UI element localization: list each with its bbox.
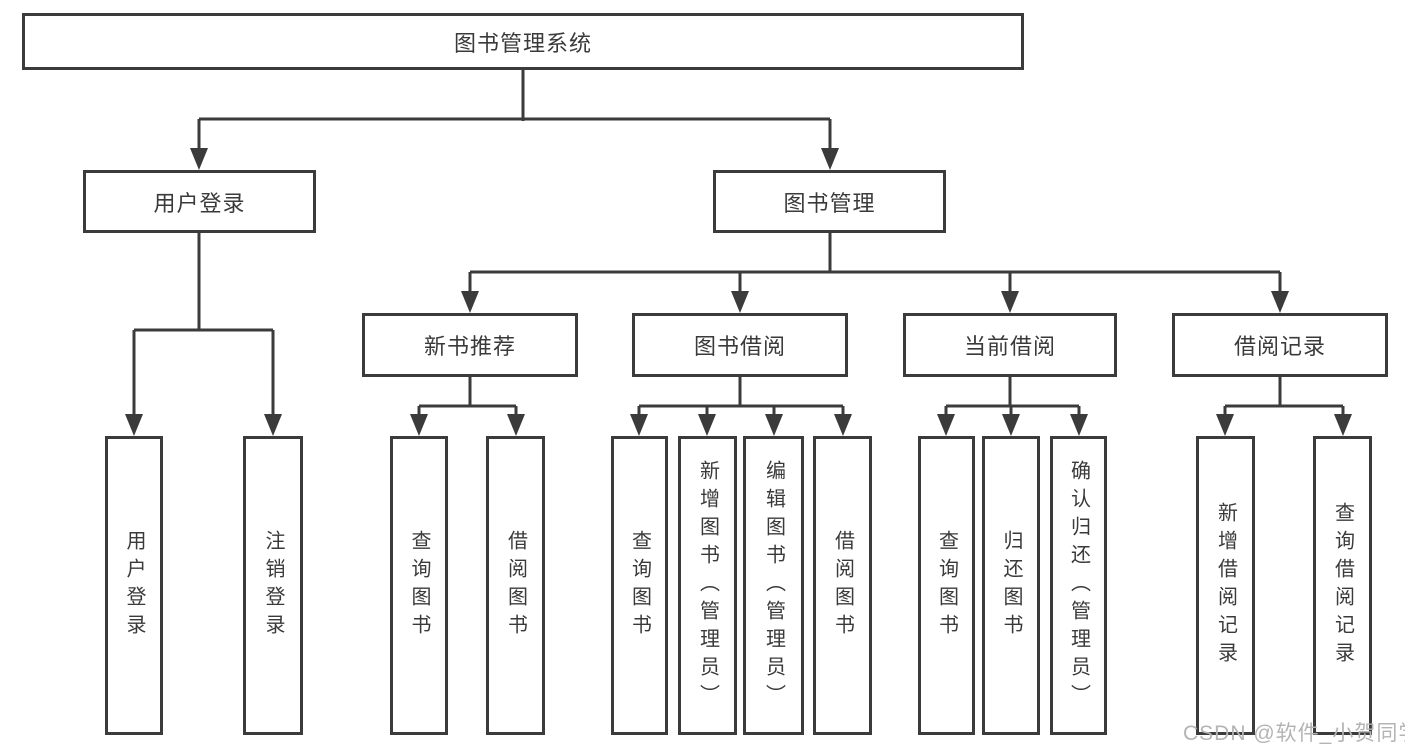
leaf-borrowing-add-books-admin: 新增图书（管理员） [678,436,737,735]
connector-line [828,119,832,151]
connector-line [1077,406,1081,416]
connector-line [738,272,742,293]
arrowhead-down-icon [630,414,648,436]
connector-line [1278,272,1282,293]
connector-line [417,406,421,416]
arrowhead-down-icon [125,414,143,436]
connector-line [419,404,516,408]
connector-line [705,406,709,416]
connector-line [1278,377,1282,407]
arrowhead-down-icon [1070,414,1088,436]
node-label: 新增借阅记录 [1214,501,1237,670]
node-book-management: 图书管理 [713,170,946,233]
connector-line [1009,406,1013,416]
node-label: 确认归还（管理员） [1067,459,1090,712]
leaf-user-login: 用户登录 [105,436,163,735]
leaf-records-add-borrow-record: 新增借阅记录 [1196,436,1255,735]
arrowhead-down-icon [1271,291,1289,313]
connector-line [1225,404,1343,408]
connector-line [946,404,1079,408]
node-user-login: 用户登录 [83,170,316,233]
arrowhead-down-icon [410,414,428,436]
connector-line [637,406,641,416]
connector-line [828,233,832,273]
node-label: 图书管理系统 [453,30,592,56]
node-current-borrowing: 当前借阅 [903,313,1117,377]
connector-line [639,404,843,408]
arrowhead-down-icon [765,414,783,436]
arrowhead-down-icon [264,414,282,436]
connector-line [468,377,472,407]
leaf-borrowing-borrow-books: 借阅图书 [813,436,872,735]
node-book-management-system: 图书管理系统 [22,13,1024,70]
connector-line [738,377,742,407]
node-label: 新书推荐 [423,334,516,359]
arrowhead-down-icon [1334,414,1352,436]
leaf-current-return-books: 归还图书 [982,436,1040,735]
node-borrowing-records: 借阅记录 [1172,313,1388,377]
node-label: 归还图书 [1000,529,1022,642]
leaf-records-query-borrow-record: 查询借阅记录 [1313,436,1372,735]
connector-line [271,330,275,416]
node-label: 用户登录 [123,529,145,642]
node-label: 注销登录 [262,529,284,642]
connector-line [1223,406,1227,416]
arrowhead-down-icon [834,414,852,436]
node-label: 当前借阅 [963,334,1056,359]
node-label: 新增图书（管理员） [696,459,719,712]
node-label: 查询借阅记录 [1331,501,1354,670]
node-label: 编辑图书（管理员） [762,459,785,712]
leaf-logout-login: 注销登录 [243,436,303,735]
connector-line [199,117,830,121]
leaf-newbook-query-books: 查询图书 [390,436,448,735]
node-label: 图书借阅 [693,334,786,359]
arrowhead-down-icon [1002,414,1020,436]
connector-line [521,70,525,121]
arrowhead-down-icon [1001,291,1019,313]
leaf-borrowing-query-books: 查询图书 [611,436,668,735]
arrowhead-down-icon [821,148,839,170]
connector-line [944,406,948,416]
node-label: 查询图书 [628,529,651,642]
connector-line [197,233,201,330]
leaf-newbook-borrow-books: 借阅图书 [486,436,545,735]
arrowhead-down-icon [507,414,525,436]
connector-line [470,270,1280,274]
leaf-current-query-books: 查询图书 [918,436,975,735]
connector-line [134,328,273,332]
arrowhead-down-icon [731,291,749,313]
node-label: 用户登录 [153,190,246,216]
node-label: 图书管理 [783,190,876,216]
connector-line [1008,377,1012,407]
connector-line [197,119,201,151]
node-label: 借阅图书 [831,529,854,642]
connector-line [1008,272,1012,293]
leaf-current-confirm-return-admin: 确认归还（管理员） [1050,436,1107,735]
connector-line [514,406,518,416]
connector-line [1341,406,1345,416]
arrowhead-down-icon [937,414,955,436]
arrowhead-down-icon [698,414,716,436]
leaf-borrowing-edit-books-admin: 编辑图书（管理员） [743,436,804,735]
connector-line [841,406,845,416]
node-label: 查询图书 [408,529,430,642]
node-label: 借阅图书 [504,529,527,642]
connector-line [132,330,136,416]
connector-line [772,406,776,416]
node-label: 查询图书 [935,529,958,642]
node-book-borrowing: 图书借阅 [632,313,848,377]
arrowhead-down-icon [190,148,208,170]
arrowhead-down-icon [461,291,479,313]
node-new-book-recommend: 新书推荐 [362,313,578,377]
connector-line [468,272,472,293]
csdn-watermark: CSDN @软件_小贺同学 [1183,722,1405,745]
node-label: 借阅记录 [1233,334,1326,359]
arrowhead-down-icon [1216,414,1234,436]
